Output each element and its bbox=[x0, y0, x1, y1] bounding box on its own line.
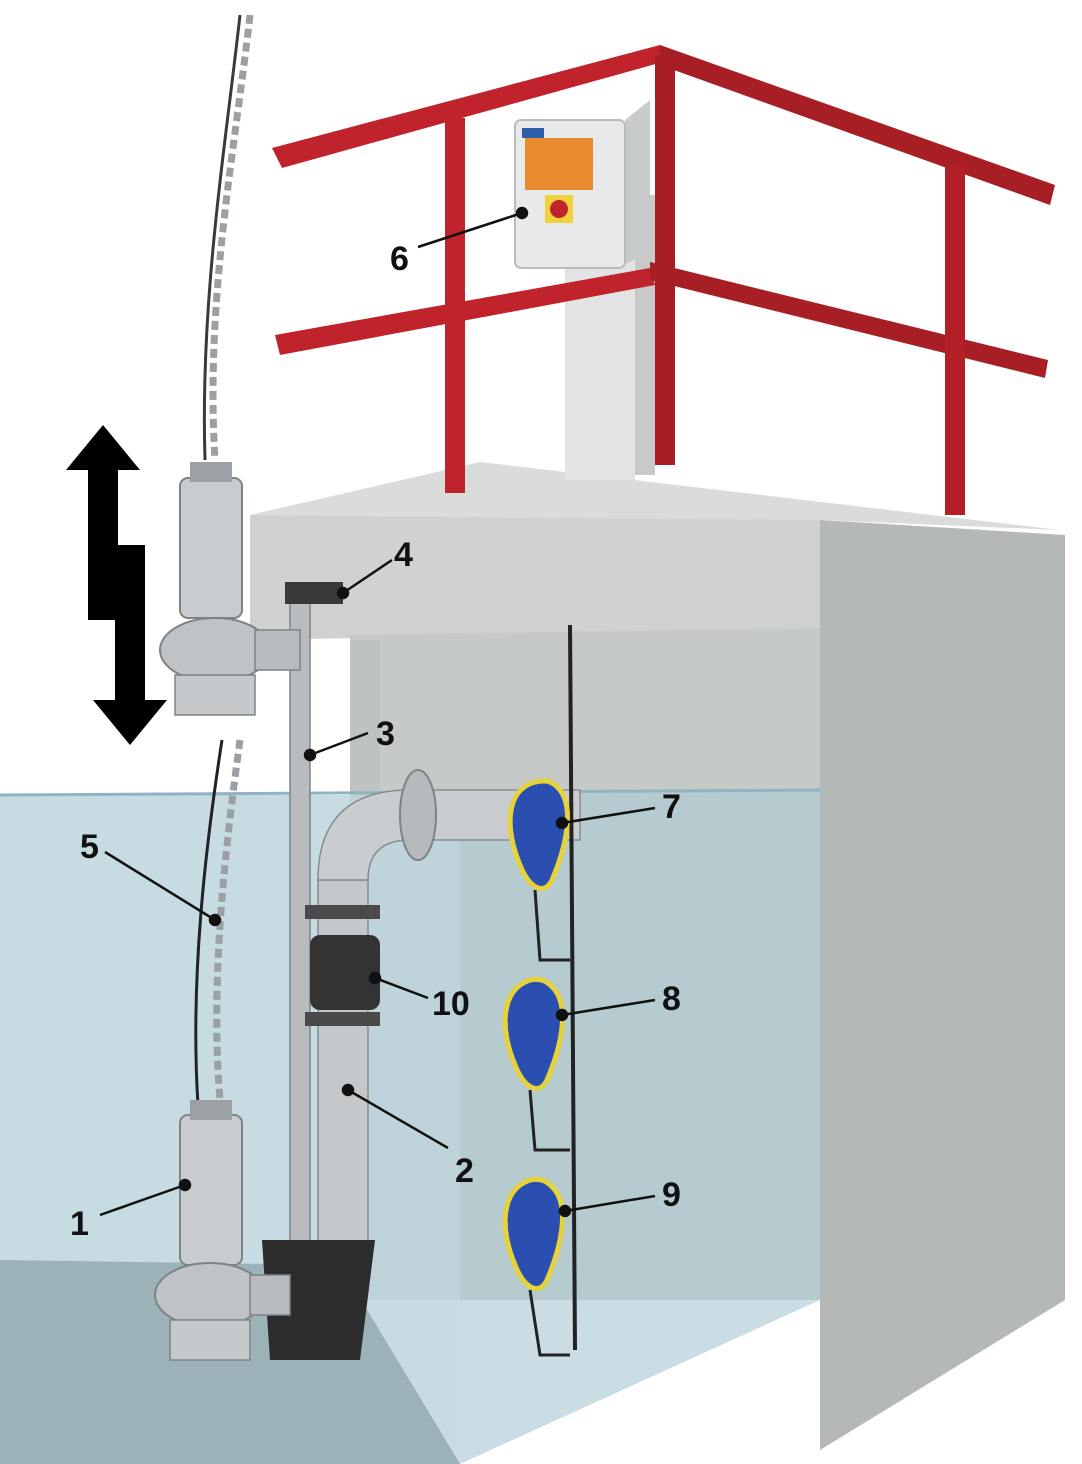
pump-installed-feet bbox=[169, 1319, 251, 1361]
panel-logo bbox=[522, 128, 544, 138]
pump-raised bbox=[159, 462, 301, 716]
leader-10-dot bbox=[368, 971, 382, 985]
leader-9-dot bbox=[558, 1204, 572, 1218]
discharge-pipe bbox=[262, 769, 581, 1360]
label-float-8: 8 bbox=[662, 980, 681, 1018]
rotary-switch-icon bbox=[550, 200, 568, 218]
leader-8 bbox=[561, 998, 656, 1017]
label-chain: 5 bbox=[80, 828, 99, 866]
float-9-cable bbox=[528, 1289, 570, 1357]
pipe-flange-lower bbox=[305, 1012, 380, 1026]
leader-7-dot bbox=[555, 816, 569, 830]
pump-installed-discharge bbox=[249, 1274, 291, 1316]
arrow-up-icon bbox=[66, 425, 140, 620]
chain-upper bbox=[209, 14, 254, 461]
pump-installed-volute bbox=[154, 1262, 266, 1328]
chain-lower bbox=[213, 739, 244, 1101]
callout-labels: 1 2 3 4 5 6 7 8 9 10 bbox=[70, 240, 681, 1243]
float-switch-9 bbox=[502, 1176, 565, 1291]
rail-post-2 bbox=[655, 55, 675, 465]
up-down-arrows-icon bbox=[66, 425, 167, 745]
safety-railing bbox=[272, 45, 1055, 515]
pump-raised-feet bbox=[174, 674, 256, 716]
leader-2 bbox=[347, 1088, 449, 1150]
leader-2-dot bbox=[341, 1083, 355, 1097]
pump-raised-discharge bbox=[254, 629, 301, 671]
label-rail-bracket: 4 bbox=[394, 536, 413, 574]
check-valve-body bbox=[310, 935, 380, 1010]
label-control-panel: 6 bbox=[390, 240, 409, 278]
leader-5 bbox=[104, 850, 216, 922]
lifting-chain bbox=[194, 14, 254, 1106]
label-float-7: 7 bbox=[662, 788, 681, 826]
leader-10 bbox=[374, 976, 429, 1000]
float-7-cable bbox=[533, 889, 570, 962]
leader-lines bbox=[99, 206, 656, 1218]
leader-1-dot bbox=[178, 1178, 192, 1192]
leader-3 bbox=[309, 731, 369, 757]
panel-sticker bbox=[525, 138, 593, 190]
leader-1 bbox=[99, 1183, 186, 1217]
leader-4-dot bbox=[336, 586, 350, 600]
guide-rail bbox=[285, 582, 343, 1256]
pipe-flange-upper bbox=[305, 905, 380, 919]
pump-installed bbox=[154, 1100, 291, 1361]
label-float-9: 9 bbox=[662, 1176, 681, 1214]
pipe-flange bbox=[399, 769, 437, 861]
float-switch-8 bbox=[502, 976, 565, 1091]
leader-6-dot bbox=[515, 206, 529, 220]
rail-top-left bbox=[272, 45, 670, 168]
pump-installed-motor bbox=[179, 1114, 243, 1266]
float-switch-7 bbox=[507, 778, 570, 891]
cable-lower bbox=[194, 739, 224, 1106]
cable-upper bbox=[202, 14, 242, 461]
float-8-cable bbox=[528, 1089, 570, 1152]
panel-side bbox=[625, 100, 650, 265]
label-guide-rail: 3 bbox=[376, 715, 395, 753]
guide-rail-bracket bbox=[285, 582, 343, 604]
leader-3-dot bbox=[303, 748, 317, 762]
label-check-valve: 10 bbox=[432, 985, 470, 1023]
leader-7 bbox=[561, 806, 656, 825]
concrete-side-face bbox=[820, 520, 1065, 1450]
leader-8-dot bbox=[555, 1008, 569, 1022]
pump-raised-volute bbox=[159, 617, 271, 683]
pump-raised-cap bbox=[190, 462, 232, 482]
label-pump: 1 bbox=[70, 1205, 89, 1243]
leader-4 bbox=[342, 558, 393, 595]
rail-mid-right bbox=[650, 262, 1048, 378]
leader-9 bbox=[564, 1194, 656, 1213]
concrete-slab-front bbox=[250, 515, 820, 640]
leader-6 bbox=[417, 211, 523, 249]
duckfoot-bend bbox=[262, 1240, 375, 1360]
arrow-down-icon bbox=[93, 545, 167, 745]
slab-column bbox=[350, 640, 380, 800]
float-cable-main bbox=[568, 624, 577, 1351]
pump-installed-cap bbox=[190, 1100, 232, 1120]
leader-5-dot bbox=[208, 913, 222, 927]
pump-raised-motor bbox=[179, 477, 243, 619]
control-panel bbox=[514, 100, 650, 269]
rail-post-1 bbox=[445, 118, 465, 493]
guide-rail-tube bbox=[289, 594, 311, 1256]
water-back bbox=[460, 790, 820, 1464]
rail-post-3 bbox=[945, 165, 965, 515]
float-switches bbox=[502, 624, 577, 1357]
label-duckfoot: 2 bbox=[455, 1152, 474, 1190]
rail-top-right bbox=[660, 45, 1055, 205]
